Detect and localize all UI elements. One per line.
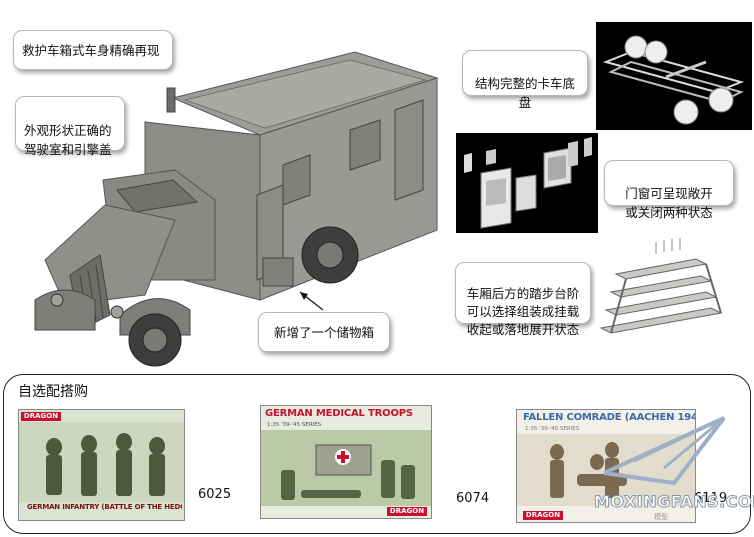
- callout-step-text: 车厢后方的踏步台阶 可以选择组装成挂载 收起或落地展开状态: [466, 286, 580, 337]
- chassis-detail-image: [596, 22, 752, 130]
- product-title-6025: GERMAN INFANTRY (BATTLE OF THE HEDGEROWS…: [27, 503, 182, 511]
- callout-storage-box: 新增了一个储物箱: [258, 312, 390, 352]
- callout-doors-text: 门窗可呈现敞开 或关闭两种状态: [625, 186, 713, 220]
- callout-cab-hood: 外观形状正确的 驾驶室和引擎盖: [15, 96, 125, 157]
- ambulance-truck-render: [34, 51, 439, 367]
- product-scale-6119: 1:35 '39-'45 SERIES: [525, 426, 580, 432]
- step-detail-image: [596, 234, 752, 352]
- callout-chassis-text: 结构完整的卡车底 盘: [474, 76, 575, 110]
- optional-purchase-title: 自选配搭购: [18, 384, 88, 400]
- callout-body-replica-text: 救护车箱式车身精确再现: [22, 43, 160, 58]
- product-code-6119: 6119: [694, 491, 728, 506]
- product-brand-badge: DRAGON: [523, 511, 563, 520]
- callout-cab-hood-text: 外观形状正确的 驾驶室和引擎盖: [24, 123, 112, 157]
- doors-detail-image: [456, 133, 598, 233]
- callout-doors: 门窗可呈现敞开 或关闭两种状态: [604, 160, 734, 220]
- product-brand-badge: DRAGON: [387, 507, 427, 516]
- callout-storage-box-text: 新增了一个储物箱: [273, 325, 374, 340]
- callout-chassis: 结构完整的卡车底 盘: [462, 50, 588, 110]
- product-box-art-6025[interactable]: DRAGON GERMAN INFANTRY (BATTLE OF THE HE…: [18, 409, 185, 521]
- optional-purchase-section: 自选配搭购 DRAGON GERMAN INFANTRY (BATTLE OF …: [3, 374, 754, 534]
- product-scale-6074: 1:35 '39-'45 SERIES: [267, 422, 322, 428]
- product-code-6074: 6074: [456, 491, 490, 506]
- product-title-6119: FALLEN COMRADE (AACHEN 1944): [523, 412, 696, 423]
- product-code-6025: 6025: [198, 487, 232, 502]
- watermark-subtext: 模型: [654, 513, 668, 521]
- product-brand-badge: DRAGON: [21, 412, 61, 421]
- callout-body-replica: 救护车箱式车身精确再现: [13, 30, 173, 70]
- product-title-6074: GERMAN MEDICAL TROOPS: [265, 408, 413, 419]
- paper-plane-logo-icon: [604, 416, 726, 486]
- product-box-art-6074[interactable]: GERMAN MEDICAL TROOPS 1:35 '39-'45 SERIE…: [260, 405, 432, 519]
- watermark-text: MOXINGFANS.COM: [594, 492, 754, 512]
- callout-step: 车厢后方的踏步台阶 可以选择组装成挂载 收起或落地展开状态: [455, 262, 591, 337]
